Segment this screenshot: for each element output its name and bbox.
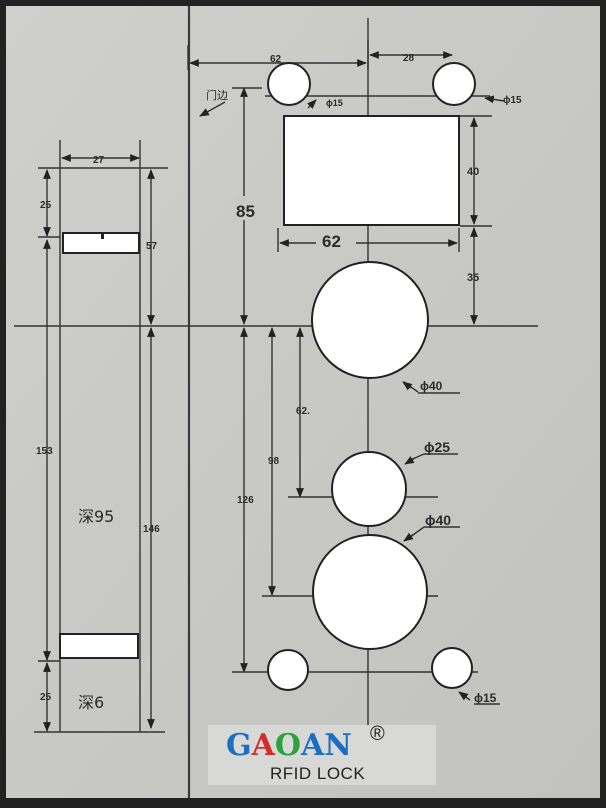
bottom-large-hole-label: ϕ40 — [425, 512, 451, 528]
front-view: 62 28 门边 ϕ15 ϕ15 40 62 85 35 — [187, 18, 522, 770]
bottom-large-hole — [312, 534, 428, 650]
side-slot-dim-label: 57 — [146, 241, 158, 252]
top-large-hole-label: ϕ40 — [420, 379, 443, 393]
side-slot-bottom — [59, 633, 139, 659]
reader-rect-cutout — [283, 115, 460, 226]
dim-126-label: 126 — [237, 495, 254, 506]
top-hole-diameter-label-left: ϕ15 — [326, 98, 343, 108]
side-bottom-offset-label: 25 — [40, 692, 52, 703]
registered-mark: ® — [370, 723, 385, 745]
top-right-small-hole — [432, 62, 476, 106]
bottom-left-small-hole — [267, 649, 309, 691]
gap-35-label: 35 — [467, 272, 479, 284]
top-hole-diameter-label-right: ϕ15 — [503, 95, 522, 106]
middle-hole-label: ϕ25 — [424, 439, 450, 455]
top-left-small-hole — [267, 62, 311, 106]
logo-letter: G — [226, 728, 252, 763]
front-top-right-dim: 28 — [403, 53, 415, 64]
side-main-length-label: 153 — [36, 446, 53, 457]
side-width-label: 27 — [93, 155, 105, 166]
logo-letter: O — [274, 728, 302, 763]
rect-width-label: 62 — [322, 232, 341, 251]
bottom-hole-diameter-label: ϕ15 — [474, 691, 497, 705]
top-large-hole — [311, 261, 429, 379]
logo-subtitle: RFID LOCK — [270, 764, 366, 783]
vertical-85-label: 85 — [236, 202, 255, 221]
door-edge-label: 门边 — [206, 88, 228, 102]
logo-letter: N — [324, 728, 352, 763]
logo-wordmark: GAOAN — [226, 731, 352, 761]
side-top-offset-label: 25 — [40, 200, 52, 211]
bottom-right-small-hole — [431, 647, 473, 689]
side-slot-top — [62, 232, 140, 254]
side-view: 27 25 153 25 57 146 深95 深6 — [34, 140, 168, 733]
logo-letter: A — [301, 728, 325, 763]
side-depth-main-label: 深95 — [78, 507, 114, 526]
rect-height-label: 40 — [467, 166, 479, 178]
middle-hole — [331, 451, 407, 527]
dim-62-label: 62. — [296, 406, 310, 417]
brand-logo: GAOAN ® RFID LOCK — [208, 723, 436, 785]
side-overall-label: 146 — [143, 524, 160, 535]
side-depth-bottom-label: 深6 — [78, 693, 104, 712]
front-top-left-dim: 62 — [270, 54, 282, 65]
logo-letter: A — [251, 728, 275, 763]
dim-98-label: 98 — [268, 456, 280, 467]
side-slot-mark — [101, 234, 104, 239]
